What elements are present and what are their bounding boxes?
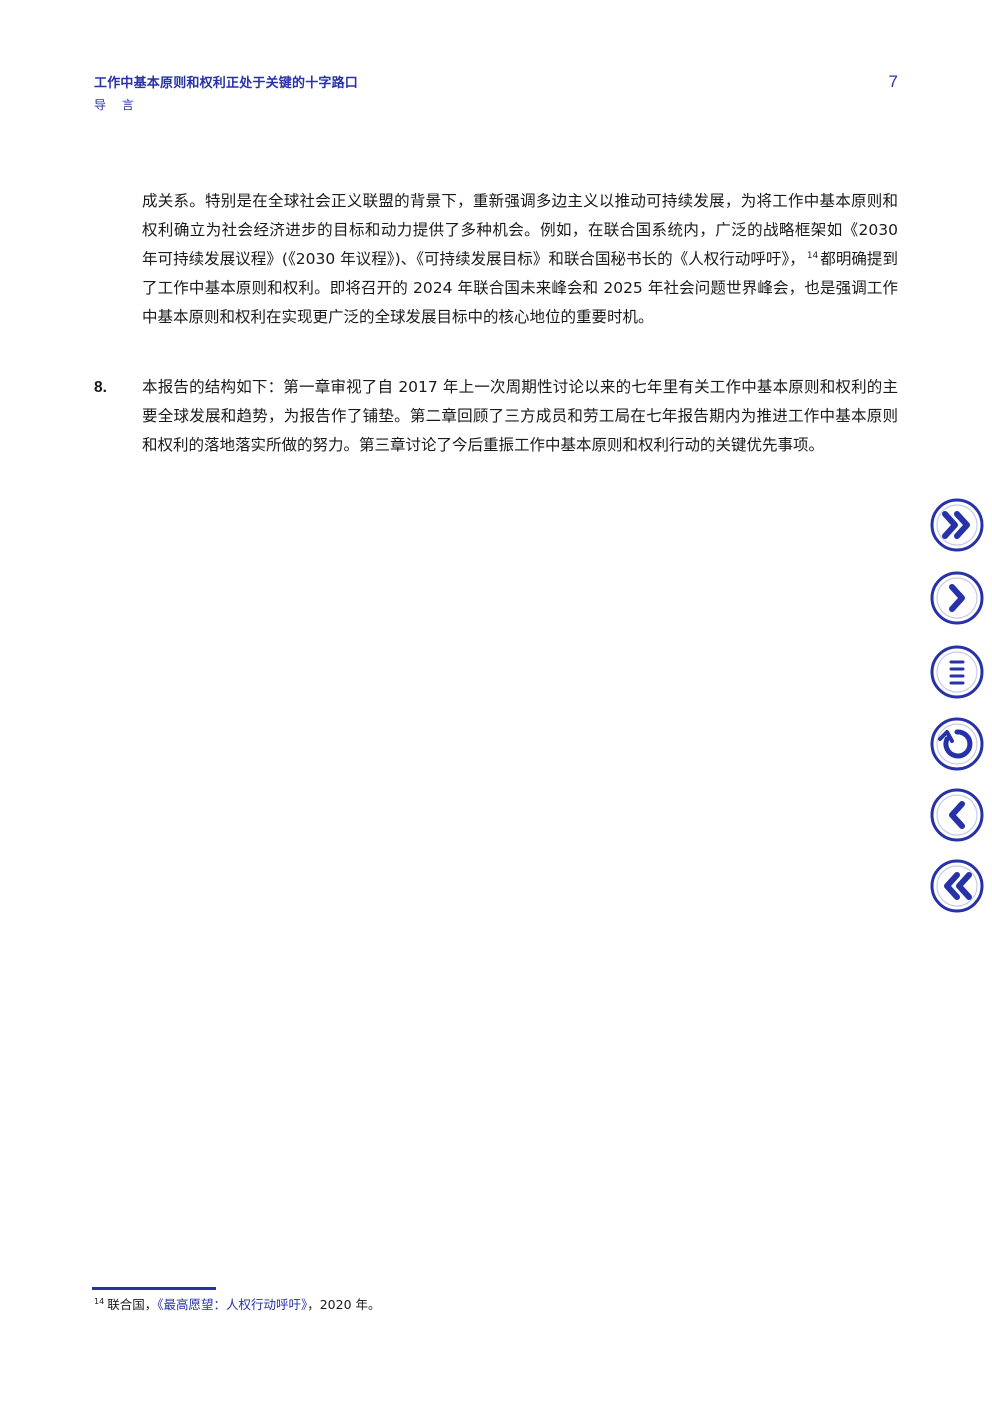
- paragraph-8: 本报告的结构如下：第一章审视了自 2017 年上一次周期性讨论以来的七年里有关工…: [142, 378, 898, 454]
- go-back-button[interactable]: [930, 717, 984, 771]
- running-header-section: 导 言: [94, 98, 140, 112]
- next-page-button[interactable]: [930, 571, 984, 625]
- footnote-suffix: ，2020 年。: [307, 1297, 381, 1312]
- footnote-reference[interactable]: 14: [806, 250, 819, 261]
- menu-lines-icon: [930, 645, 984, 699]
- page-number: 7: [888, 72, 898, 91]
- chevron-right-icon: [930, 571, 984, 625]
- paragraph-number: 8.: [94, 379, 107, 396]
- paragraph-continued: 成关系。特别是在全球社会正义联盟的背景下，重新强调多边主义以推动可持续发展，为将…: [142, 187, 898, 332]
- double-chevron-right-icon: [930, 498, 984, 552]
- paragraph-text: 成关系。特别是在全球社会正义联盟的背景下，重新强调多边主义以推动可持续发展，为将…: [142, 192, 898, 268]
- last-page-button[interactable]: [930, 498, 984, 552]
- paragraph-text: 都明确提到了工作中基本原则和权利。即将召开的 2024 年联合国未来峰会和 20…: [142, 250, 898, 326]
- contents-button[interactable]: [930, 645, 984, 699]
- footnote-link[interactable]: 《最高愿望：人权行动呼吁》: [157, 1297, 308, 1312]
- footnote-divider: [92, 1287, 216, 1290]
- double-chevron-left-icon: [930, 859, 984, 913]
- footnote-number: 14: [94, 1296, 105, 1306]
- first-page-button[interactable]: [930, 859, 984, 913]
- previous-page-button[interactable]: [930, 788, 984, 842]
- chevron-left-icon: [930, 788, 984, 842]
- running-header-title: 工作中基本原则和权利正处于关键的十字路口: [94, 76, 359, 91]
- footnote-prefix: 联合国，: [107, 1297, 158, 1312]
- circular-arrow-icon: [930, 717, 984, 771]
